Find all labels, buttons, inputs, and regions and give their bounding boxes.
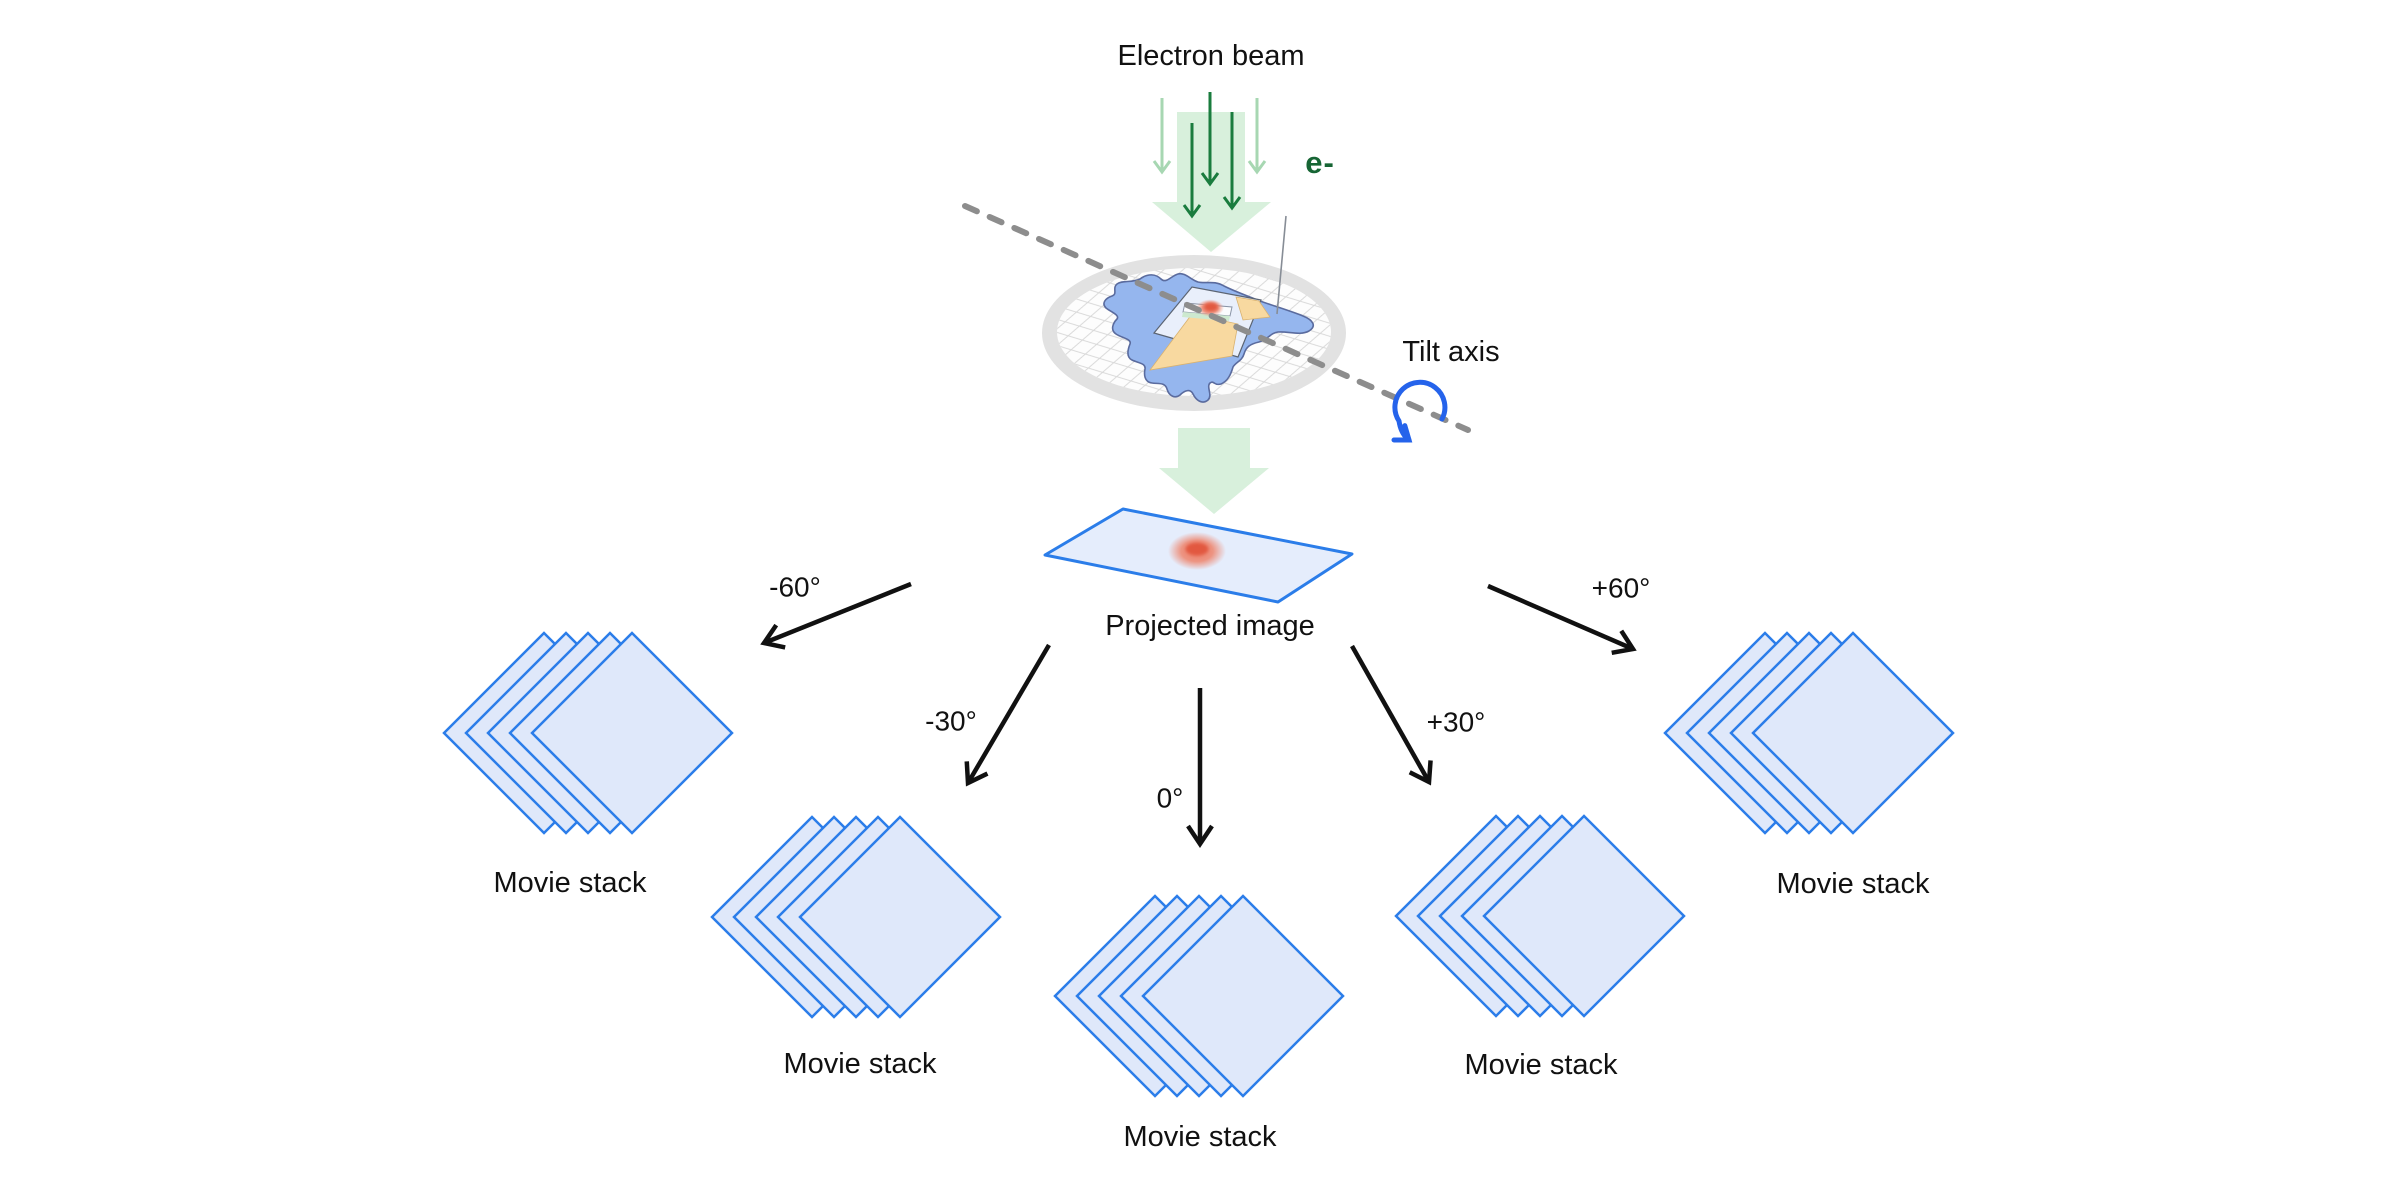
movie-stack-minus-30	[710, 815, 1002, 1019]
milling-trench-right	[1235, 296, 1271, 321]
tilt-angle-arrows	[760, 581, 1637, 849]
tilt-axis-line	[962, 203, 1471, 433]
arrow-plus-30	[1350, 644, 1433, 786]
projected-image-label: Projected image	[1105, 610, 1315, 643]
movie-stack-label-minus-30: Movie stack	[783, 1048, 937, 1081]
beam-block-arrow-lower	[1159, 428, 1269, 514]
arrow-plus-60	[1487, 583, 1637, 656]
angle-label-zero: 0°	[1156, 782, 1184, 814]
specimen-cell	[1103, 215, 1315, 403]
movie-stack-plus-60	[1663, 631, 1955, 835]
specimen-grid-disc	[1042, 215, 1346, 411]
movie-stack-zero	[1053, 894, 1345, 1098]
angle-label-minus-30: -30°	[925, 705, 977, 737]
projected-image-sheet	[1043, 507, 1354, 604]
tilt-axis-label: Tilt axis	[1402, 336, 1500, 369]
needle-line	[1276, 215, 1287, 315]
movie-stack-label-minus-60: Movie stack	[493, 867, 647, 900]
rotation-arrow-icon	[1391, 379, 1448, 443]
movie-stack-label-plus-60: Movie stack	[1776, 868, 1930, 901]
arrow-minus-60	[760, 581, 912, 650]
movie-stack-minus-60	[442, 631, 734, 835]
electron-beam-label: Electron beam	[1117, 40, 1305, 73]
electron-beam-arrows	[1152, 92, 1271, 252]
movie-stack-label-plus-30: Movie stack	[1464, 1049, 1618, 1082]
arrow-minus-30	[964, 643, 1051, 787]
electron-symbol-label: e-	[1305, 144, 1335, 180]
angle-label-plus-60: +60°	[1591, 572, 1651, 604]
movie-stack-plus-30	[1394, 814, 1686, 1018]
angle-label-plus-30: +30°	[1426, 706, 1486, 738]
angle-label-minus-60: -60°	[769, 571, 821, 603]
movie-stack-label-zero: Movie stack	[1123, 1121, 1277, 1154]
